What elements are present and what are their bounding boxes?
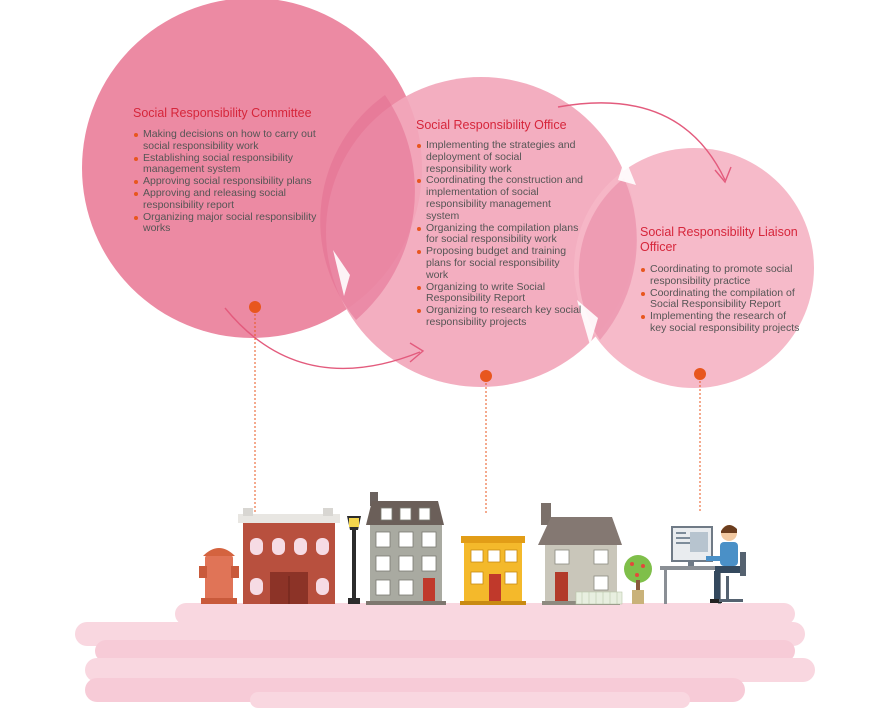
- office-title: Social Responsibility Office: [416, 118, 567, 132]
- person-at-computer-icon: [660, 524, 746, 604]
- list-item: Establishing social responsibility manag…: [133, 152, 329, 177]
- list-item: Coordinating to promote social responsib…: [640, 263, 805, 288]
- list-item: Implementing the strategies and deployme…: [416, 139, 584, 175]
- list-item: Coordinating the construction and implem…: [416, 174, 584, 222]
- grey-house-icon: [366, 492, 446, 605]
- arrow-committee-to-office: [224, 307, 425, 370]
- committee-duties-list: Making decisions on how to carry out soc…: [133, 128, 329, 236]
- tree-icon: [624, 555, 652, 604]
- committee-title: Social Responsibility Committee: [133, 106, 312, 120]
- notch-office: [577, 300, 598, 345]
- cottage-icon: [538, 503, 622, 605]
- list-item: Coordinating the compilation of Social R…: [640, 287, 805, 312]
- notch-liaison: [618, 158, 636, 185]
- list-item: Implementing the research of key social …: [640, 310, 805, 335]
- liaison-text-block: Social Responsibility Liaison Officer Co…: [640, 225, 805, 335]
- connector-committee: [249, 301, 261, 512]
- list-item: Organizing to research key social respon…: [416, 304, 584, 329]
- connector-office: [480, 370, 492, 515]
- liaison-circle: [574, 148, 814, 388]
- fire-hydrant-icon: [199, 548, 239, 604]
- list-item: Making decisions on how to carry out soc…: [133, 128, 329, 153]
- connector-liaison: [694, 368, 706, 512]
- office-duties-list: Implementing the strategies and deployme…: [416, 139, 584, 329]
- list-item: Organizing to write Social Responsibilit…: [416, 281, 584, 306]
- office-text-block: Social Responsibility Office Implementin…: [416, 118, 584, 329]
- brick-building-icon: [238, 508, 340, 604]
- overlap-office-liaison: [578, 178, 637, 340]
- list-item: Organizing the compilation plans for soc…: [416, 222, 584, 247]
- notch-committee: [333, 250, 350, 296]
- list-item: Proposing budget and training plans for …: [416, 245, 584, 281]
- street-lamp-icon: [347, 516, 361, 604]
- ground-strips: [75, 603, 815, 708]
- list-item: Approving social responsibility plans: [133, 175, 329, 188]
- list-item: Organizing major social responsibility w…: [133, 211, 329, 236]
- overlap-committee-office: [320, 95, 415, 320]
- yellow-house-icon: [460, 536, 526, 605]
- list-item: Approving and releasing social responsib…: [133, 187, 329, 212]
- liaison-duties-list: Coordinating to promote social responsib…: [640, 263, 805, 335]
- committee-text-block: Social Responsibility Committee Making d…: [133, 106, 329, 235]
- fence-icon: [575, 591, 623, 605]
- arrow-office-to-liaison: [557, 102, 732, 184]
- liaison-title: Social Responsibility Liaison Officer: [640, 225, 798, 254]
